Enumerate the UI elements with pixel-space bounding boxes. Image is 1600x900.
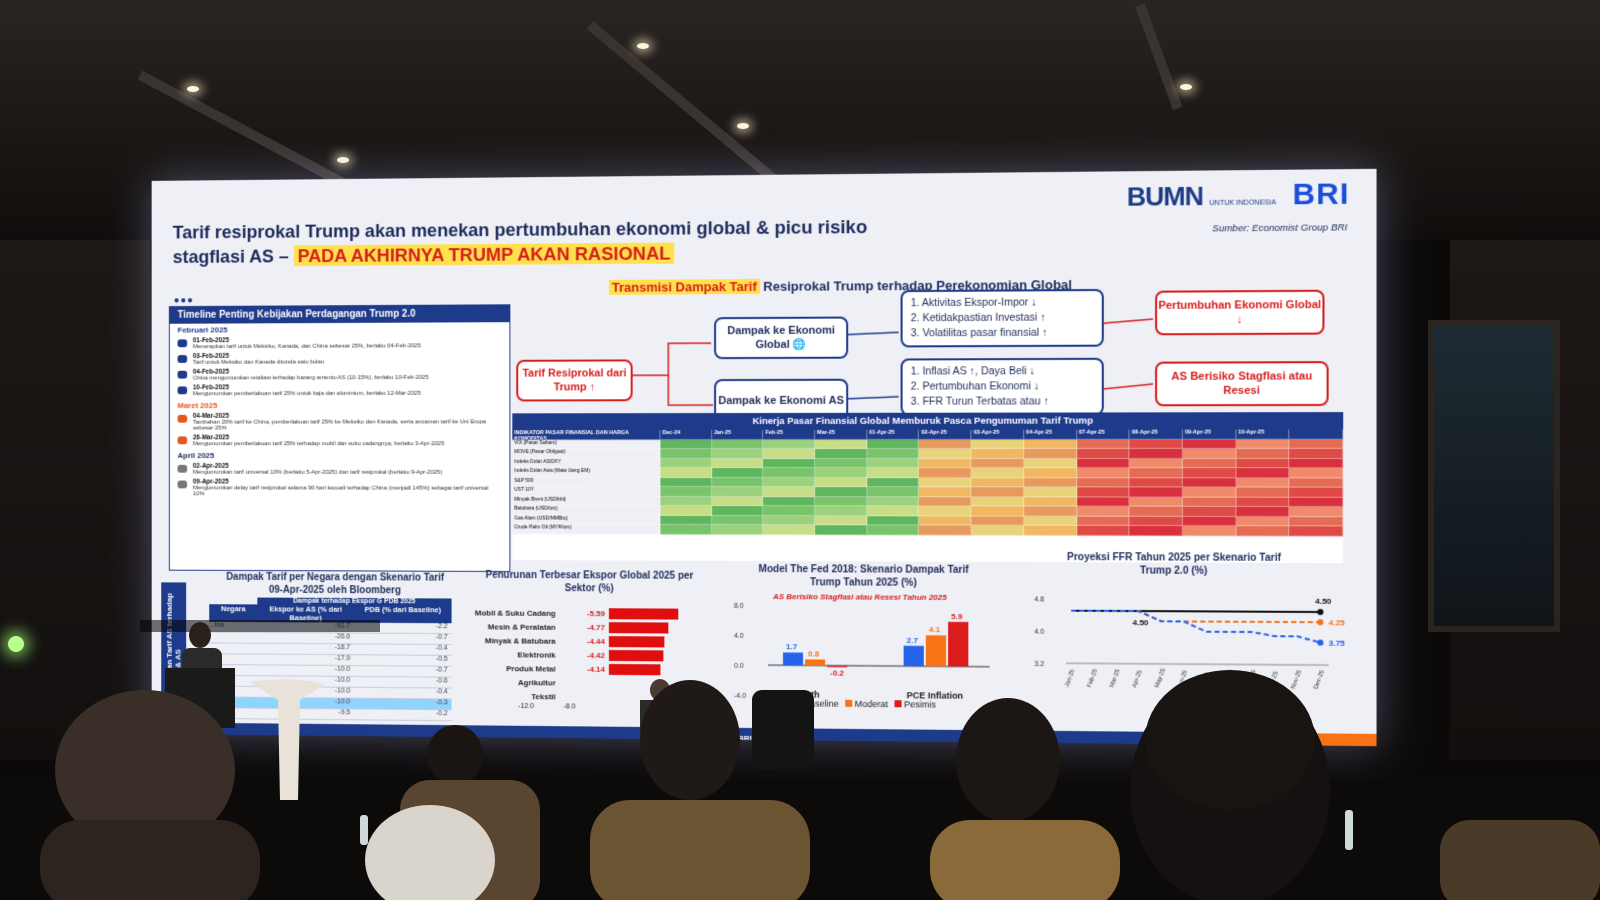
fed-value-label: 2.7 [907,636,919,645]
ceiling-light [637,43,649,49]
fed-value-label: -0.2 [830,669,844,678]
fed-value-label: 0.8 [808,649,820,658]
left-wall [0,240,150,760]
hall-window [1428,320,1560,632]
fed-annotation: AS Berisiko Stagflasi atau Resesi Tahun … [772,592,947,602]
ffr-y-tick: 3.2 [1034,661,1044,668]
ffr-value-label: 4.25 [1329,618,1346,627]
ffr-value-label: 4.50 [1133,618,1150,627]
fed-y-tick: 8.0 [734,603,744,610]
ceiling-light [1180,84,1192,90]
fed-value-label: 1.7 [786,642,798,651]
green-light [8,636,24,652]
fed-bar [948,621,969,667]
ceiling-light [187,86,199,92]
ceiling-light [737,123,749,129]
fed-category-label: PCE Inflation [907,690,964,701]
ffr-y-tick: 4.0 [1034,629,1044,636]
fed-bar [805,659,826,666]
fed-bar [903,645,924,667]
fed-value-label: 5.9 [951,612,963,621]
fed-y-tick: 0.0 [734,663,744,670]
ffr-value-label: 3.75 [1329,639,1346,648]
ffr-value-label: 4.50 [1315,597,1332,606]
fed-scenario-chart: 8.04.00.0-4.01.70.8-0.2Growth2.74.15.9PC… [734,592,1010,701]
fed-bar [782,652,804,666]
ceiling-light [337,157,349,163]
fed-y-tick: 4.0 [734,633,744,640]
fed-bar [925,635,947,667]
fed-y-tick: -4.0 [734,693,746,700]
fed-value-label: 4.1 [929,625,941,634]
ffr-y-tick: 4.8 [1034,596,1044,603]
